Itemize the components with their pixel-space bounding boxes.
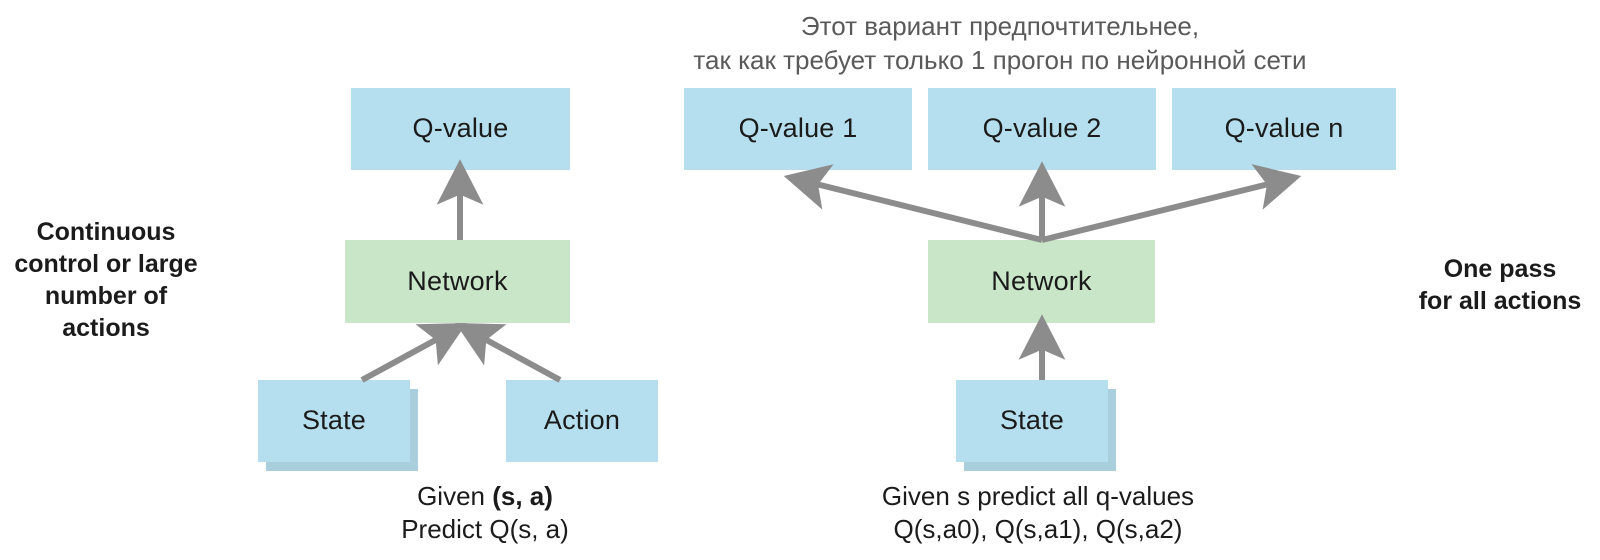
right-annotation: One pass for all actions <box>1400 253 1600 317</box>
right-annotation-line-2: for all actions <box>1418 287 1582 315</box>
right-annotation-line-1: One pass <box>1443 255 1557 283</box>
left-qvalue-box[interactable]: Q-value <box>351 88 570 170</box>
left-annotation-line-1: Continuous <box>36 218 176 246</box>
right-network-box[interactable]: Network <box>928 240 1155 323</box>
arrow-state-to-network <box>360 322 467 383</box>
left-caption-line-1-plain: Given <box>417 481 493 511</box>
arrow-network-to-qvalue-n <box>1041 164 1302 243</box>
russian-annotation-line-1: Этот вариант предпочтительнее, <box>800 11 1200 41</box>
right-caption-line-2: Q(s,a0), Q(s,a1), Q(s,a2) <box>893 513 1183 544</box>
left-annotation: Continuous control or large number of ac… <box>0 216 212 344</box>
right-caption: Given s predict all q-values Q(s,a0), Q(… <box>838 480 1238 546</box>
left-caption: Given (s, a) Predict Q(s, a) <box>330 480 640 546</box>
left-network-box[interactable]: Network <box>345 240 570 323</box>
left-action-box[interactable]: Action <box>506 380 658 462</box>
left-caption-line-1: Given (s, a) <box>330 480 640 513</box>
left-annotation-line-4: actions <box>62 314 150 342</box>
right-state-box[interactable]: State <box>956 380 1108 462</box>
left-state-box[interactable]: State <box>258 380 410 462</box>
right-qvalue-box-1[interactable]: Q-value 1 <box>684 88 912 170</box>
left-annotation-line-3: number of <box>44 282 168 310</box>
right-qvalue-box-2[interactable]: Q-value 2 <box>928 88 1156 170</box>
right-qvalue-box-n[interactable]: Q-value n <box>1172 88 1396 170</box>
arrow-network-to-qvalue-1 <box>783 164 1043 243</box>
left-annotation-line-2: control or large <box>14 250 198 278</box>
russian-annotation-line-2: так как требует только 1 прогон по нейро… <box>693 44 1307 75</box>
right-caption-line-1: Given s predict all q-values <box>881 481 1195 511</box>
russian-annotation: Этот вариант предпочтительнее, так как т… <box>610 10 1390 78</box>
left-caption-line-1-bold: (s, a) <box>492 481 553 511</box>
arrow-action-to-network <box>455 322 562 383</box>
left-caption-line-2: Predict Q(s, a) <box>401 513 569 544</box>
